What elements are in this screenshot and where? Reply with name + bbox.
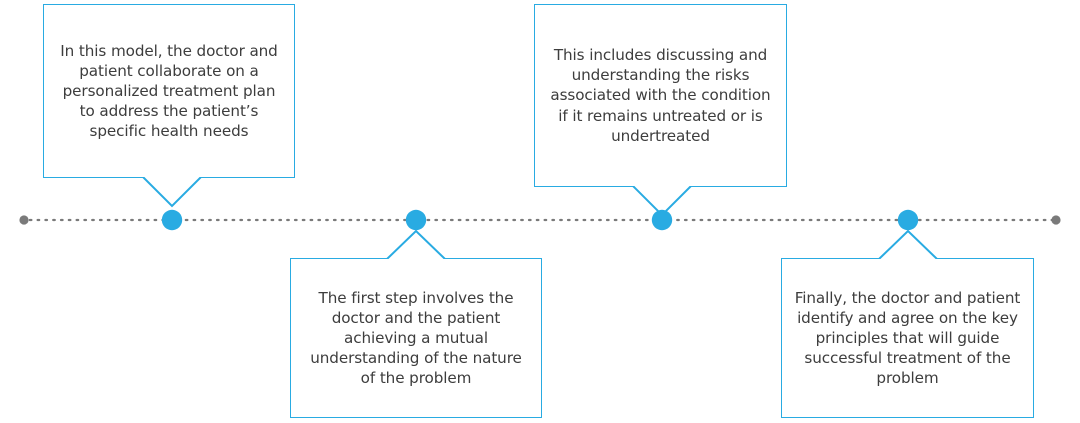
callout-2-text: This includes discussing and understandi… [550,46,771,145]
timeline-end-dot [1051,215,1061,225]
callout-1-text: In this model, the doctor and patient co… [60,41,278,141]
callout-box-2: This includes discussing and understandi… [535,5,786,186]
milestone-dot-4[interactable] [897,209,919,231]
callout-3-text: The first step involves the doctor and t… [310,288,522,388]
callout-box-4: Finally, the doctor and patient identify… [782,259,1033,417]
milestone-dot-1[interactable] [161,209,183,231]
milestone-dot-2[interactable] [405,209,427,231]
callout-box-1: In this model, the doctor and patient co… [44,5,294,177]
milestone-dot-3[interactable] [651,209,673,231]
callout-4-text: Finally, the doctor and patient identify… [794,288,1021,388]
callout-box-3: The first step involves the doctor and t… [291,259,541,417]
timeline-start-dot [19,215,29,225]
